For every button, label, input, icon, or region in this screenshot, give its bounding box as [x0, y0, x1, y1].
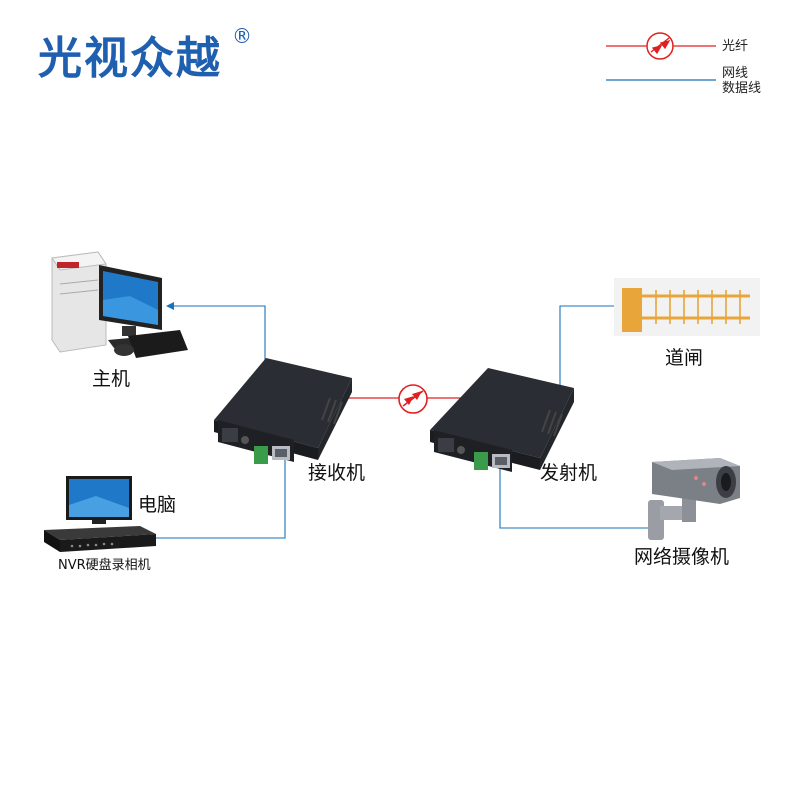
- legend-cable-label-2: 数据线: [722, 81, 761, 96]
- monitor-icon: [66, 476, 132, 524]
- legend-cable-label-1: 网线: [722, 66, 748, 81]
- barrier-gate-icon: [614, 278, 760, 336]
- receiver-label: 接收机: [308, 458, 365, 485]
- arrow-icon: [166, 302, 174, 310]
- receiver-icon: [214, 358, 352, 464]
- monitor-label: 电脑: [138, 490, 176, 517]
- nvr-icon: [44, 526, 156, 552]
- legend-fiber-label: 光纤: [722, 39, 748, 54]
- ip-camera-label: 网络摄像机: [634, 542, 729, 569]
- transmitter-label: 发射机: [540, 458, 597, 485]
- transmitter-icon: [430, 368, 574, 472]
- ip-camera-icon: [648, 458, 740, 540]
- nvr-label: NVR硬盘录相机: [58, 554, 151, 573]
- barrier-gate-label: 道闸: [665, 343, 703, 370]
- legend-fiber-line: [606, 33, 716, 59]
- host-label: 主机: [92, 364, 130, 391]
- host-computer-icon: [52, 252, 188, 358]
